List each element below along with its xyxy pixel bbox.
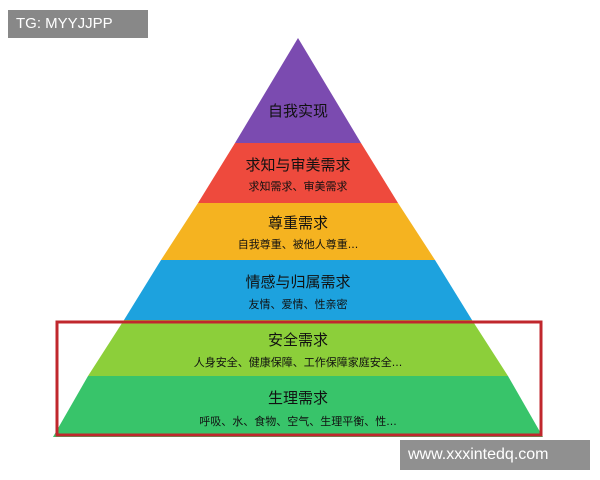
- watermark-bottom: www.xxxintedq.com: [400, 440, 590, 470]
- level-self-actualization-title: 自我实现: [268, 102, 328, 120]
- level-esteem-subtitle: 自我尊重、被他人尊重...: [238, 237, 359, 251]
- watermark-top: TG: MYYJJPP: [8, 10, 148, 38]
- level-physiological-title: 生理需求: [268, 389, 328, 407]
- level-love-belonging-title: 情感与归属需求: [245, 273, 350, 291]
- level-physiological-subtitle: 呼吸、水、食物、空气、生理平衡、性...: [199, 414, 397, 428]
- level-cognitive-aesthetic-band: [198, 143, 398, 203]
- highlight-frame: [55, 320, 543, 437]
- level-physiological-band: [53, 376, 543, 437]
- level-self-actualization-band: [235, 38, 361, 143]
- level-safety-band: [88, 320, 508, 376]
- level-esteem-title: 尊重需求: [268, 214, 328, 232]
- level-esteem-band: [161, 203, 435, 260]
- level-love-belonging-subtitle: 友情、爱情、性亲密: [249, 297, 348, 311]
- level-safety-subtitle: 人身安全、健康保障、工作保障家庭安全...: [194, 355, 403, 369]
- level-safety-title: 安全需求: [268, 331, 328, 349]
- level-cognitive-aesthetic-title: 求知与审美需求: [245, 156, 350, 174]
- level-love-belonging-band: [124, 260, 472, 320]
- level-cognitive-aesthetic-subtitle: 求知需求、审美需求: [249, 179, 348, 193]
